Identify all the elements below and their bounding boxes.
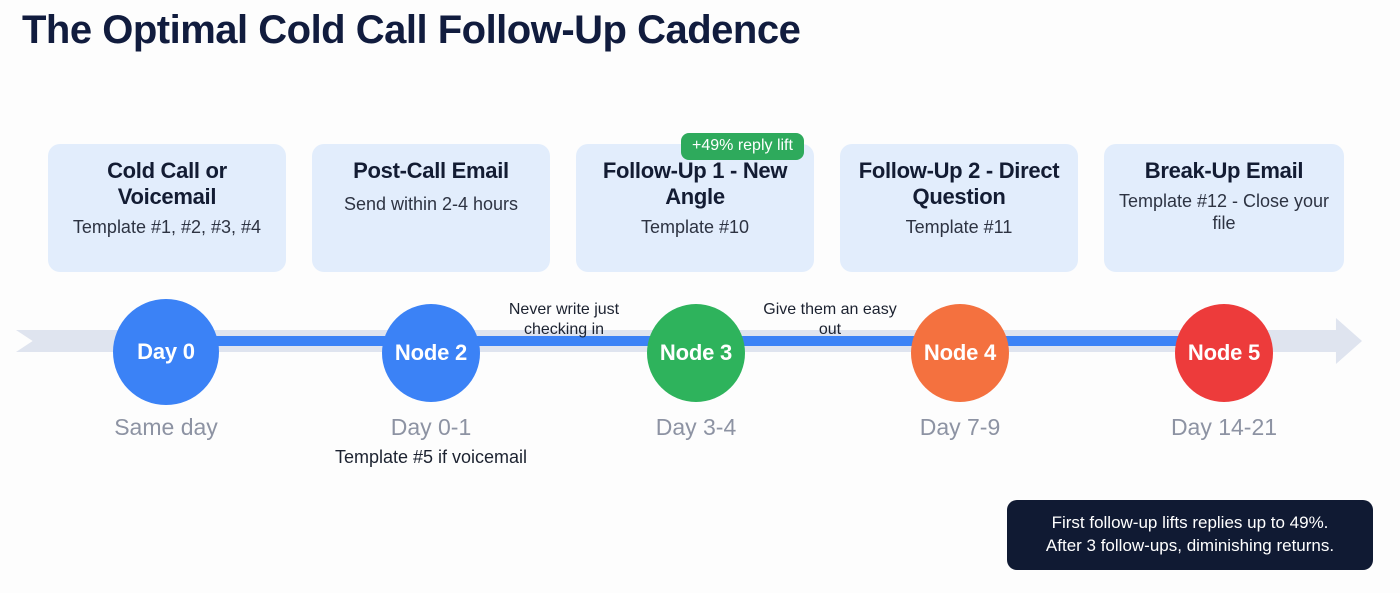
timeline-day-labels: Same day Day 0-1 Template #5 if voicemai… — [0, 414, 1400, 485]
stage-card-title: Follow-Up 1 - New Angle — [602, 158, 788, 209]
day-label: Day 3-4 — [655, 414, 737, 440]
day-label-group-4: Day 7-9 — [850, 414, 1070, 441]
stage-card-1[interactable]: Cold Call or Voicemail Template #1, #2, … — [48, 144, 286, 272]
timeline: Day 0 Node 2 Node 3 Node 4 Node 5 Never … — [0, 290, 1400, 415]
day-label-group-5: Day 14-21 — [1114, 414, 1334, 441]
timeline-node-label: Node 2 — [394, 340, 468, 365]
stage-cards-row: Cold Call or Voicemail Template #1, #2, … — [0, 144, 1400, 276]
edge-label-1: Never write just checking in — [508, 301, 620, 338]
reply-lift-badge: +49% reply lift — [681, 133, 804, 160]
footnote-line-2: After 3 follow-ups, diminishing returns. — [1045, 535, 1335, 555]
stage-card-title: Cold Call or Voicemail — [107, 158, 227, 209]
day-label: Day 0-1 — [390, 414, 472, 440]
day-note: Template #5 if voicemail — [334, 446, 528, 467]
stage-card-title: Break-Up Email — [1144, 158, 1304, 183]
footnote-callout: First follow-up lifts replies up to 49%.… — [1007, 500, 1373, 571]
timeline-node-label: Node 4 — [923, 340, 997, 365]
stage-card-subtitle: Template #11 — [905, 216, 1013, 237]
timeline-node-2[interactable]: Node 2 — [382, 304, 480, 402]
stage-card-subtitle: Template #1, #2, #3, #4 — [72, 216, 262, 237]
stage-card-5[interactable]: Break-Up Email Template #12 - Close your… — [1104, 144, 1344, 272]
stage-card-title: Follow-Up 2 - Direct Question — [858, 158, 1060, 209]
timeline-node-label: Node 5 — [1187, 340, 1261, 365]
timeline-tail-icon — [16, 330, 80, 352]
stage-card-subtitle: Send within 2-4 hours — [343, 193, 519, 214]
day-label: Same day — [114, 414, 218, 440]
day-label-group-1: Same day — [56, 414, 276, 441]
stage-card-4[interactable]: Follow-Up 2 - Direct Question Template #… — [840, 144, 1078, 272]
day-label-group-2: Day 0-1 Template #5 if voicemail — [321, 414, 541, 468]
day-label: Day 14-21 — [1170, 414, 1278, 440]
stage-card-subtitle: Template #10 — [640, 216, 750, 237]
stage-card-subtitle: Template #12 - Close your file — [1118, 190, 1330, 233]
timeline-node-3[interactable]: Node 3 — [647, 304, 745, 402]
timeline-node-label: Node 3 — [659, 340, 733, 365]
stage-card-3[interactable]: Follow-Up 1 - New Angle Template #10 — [576, 144, 814, 272]
timeline-node-label: Day 0 — [137, 339, 195, 364]
day-label-group-3: Day 3-4 — [586, 414, 806, 441]
edge-label-2: Give them an easy out — [763, 301, 897, 338]
timeline-node-5[interactable]: Node 5 — [1175, 304, 1273, 402]
stage-card-2[interactable]: Post-Call Email Send within 2-4 hours — [312, 144, 550, 272]
day-label: Day 7-9 — [919, 414, 1001, 440]
page-title: The Optimal Cold Call Follow-Up Cadence — [22, 8, 801, 52]
timeline-node-4[interactable]: Node 4 — [911, 304, 1009, 402]
timeline-arrowhead-icon — [1300, 318, 1362, 364]
timeline-node-1[interactable]: Day 0 — [113, 299, 219, 405]
stage-card-title: Post-Call Email — [353, 158, 509, 183]
footnote-line-1: First follow-up lifts replies up to 49%. — [1051, 513, 1329, 532]
